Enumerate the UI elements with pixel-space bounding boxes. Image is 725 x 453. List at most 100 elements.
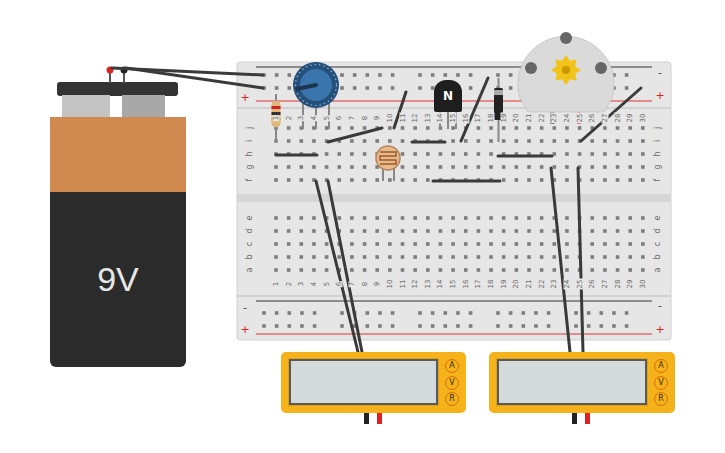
transistor-body: N xyxy=(434,80,462,112)
meter-mode: A xyxy=(445,359,459,373)
breadboard-coordinate: 4 xyxy=(310,115,317,121)
breadboard-coordinate: 18 xyxy=(488,113,495,124)
breadboard-coordinate: 10 xyxy=(386,279,393,290)
breadboard-coordinate: 26 xyxy=(589,113,596,124)
motor-screw xyxy=(560,32,572,44)
breadboard-coordinate: j xyxy=(246,126,254,130)
battery-terminal xyxy=(62,95,110,118)
breadboard-coordinate: 10 xyxy=(386,113,393,124)
meter-mode: R xyxy=(445,392,459,406)
breadboard-coordinate: e xyxy=(654,215,662,222)
motor-gear xyxy=(551,55,581,85)
rail-divider xyxy=(237,295,671,297)
rail-polarity: + xyxy=(239,324,250,335)
rail-polarity: - xyxy=(242,302,248,313)
motor-screw xyxy=(595,62,607,74)
diode-band xyxy=(494,90,503,95)
breadboard-coordinate: 2 xyxy=(285,281,292,287)
breadboard-coordinate: 3 xyxy=(298,281,305,287)
rail-polarity: - xyxy=(657,300,663,311)
breadboard-coordinate: 6 xyxy=(336,115,343,121)
breadboard-coordinate: f xyxy=(246,178,254,183)
breadboard-coordinate: 23 xyxy=(551,279,558,290)
multimeter-display xyxy=(289,359,438,405)
breadboard-coordinate: 13 xyxy=(424,113,431,124)
breadboard-coordinate: 17 xyxy=(475,279,482,290)
breadboard-coordinate: 19 xyxy=(500,113,507,124)
breadboard-coordinate: 5 xyxy=(323,115,330,121)
breadboard-coordinate: 8 xyxy=(361,281,368,287)
breadboard-coordinate: 29 xyxy=(627,279,634,290)
breadboard-coordinate: 4 xyxy=(310,281,317,287)
breadboard-coordinate: g xyxy=(654,163,662,170)
battery-label-band xyxy=(50,117,186,193)
breadboard-coordinate: 22 xyxy=(538,113,545,124)
breadboard-coordinate: c xyxy=(654,241,662,247)
breadboard-coordinate: 25 xyxy=(576,279,583,290)
multimeter: AVR xyxy=(489,352,675,413)
breadboard-coordinate: 7 xyxy=(348,281,355,287)
breadboard-coordinate: 26 xyxy=(589,279,596,290)
rail-polarity: + xyxy=(654,90,665,101)
battery-terminal xyxy=(122,95,165,118)
breadboard-coordinate: b xyxy=(246,253,254,260)
breadboard-coordinate: i xyxy=(246,139,254,143)
breadboard-coordinate: a xyxy=(654,267,662,274)
breadboard-channel xyxy=(237,194,671,202)
breadboard-coordinate: 12 xyxy=(412,279,419,290)
rail-polarity: + xyxy=(239,92,250,103)
breadboard-coordinate: 14 xyxy=(437,279,444,290)
meter-mode: V xyxy=(445,376,459,390)
motor-shaft xyxy=(562,66,570,74)
breadboard-coordinate: 24 xyxy=(563,279,570,290)
breadboard-coordinate: 5 xyxy=(323,281,330,287)
breadboard-coordinate: c xyxy=(246,241,254,247)
battery-cap xyxy=(57,82,178,96)
photoresistor-symbol xyxy=(376,146,400,170)
breadboard-coordinate: 22 xyxy=(538,279,545,290)
photoresistor-track xyxy=(380,152,396,164)
resistor-band xyxy=(272,106,281,109)
positive-rail-line xyxy=(256,333,652,334)
breadboard-coordinate: j xyxy=(654,126,662,130)
motor-symbol xyxy=(518,36,614,112)
potentiometer-symbol xyxy=(293,62,339,108)
breadboard-coordinate: 12 xyxy=(412,113,419,124)
negative-rail-line xyxy=(256,300,652,301)
breadboard-coordinate: 6 xyxy=(336,281,343,287)
breadboard-coordinate: 27 xyxy=(601,279,608,290)
breadboard-coordinate: 25 xyxy=(576,113,583,124)
breadboard-coordinate: 29 xyxy=(627,113,634,124)
breadboard-coordinate: a xyxy=(246,267,254,274)
breadboard-coordinate: 28 xyxy=(614,279,621,290)
potentiometer-ticks xyxy=(296,65,337,106)
breadboard-coordinate: h xyxy=(654,150,662,157)
potentiometer-pointer xyxy=(297,85,316,89)
breadboard-coordinate: h xyxy=(246,150,254,157)
meter-mode: R xyxy=(654,392,668,406)
breadboard-coordinate: 28 xyxy=(614,113,621,124)
breadboard-coordinate: 8 xyxy=(361,115,368,121)
breadboard-coordinate: 9 xyxy=(374,281,381,287)
breadboard-coordinate: 20 xyxy=(513,113,520,124)
breadboard-coordinate: 2 xyxy=(285,115,292,121)
breadboard-coordinate: 11 xyxy=(399,279,406,290)
meter-mode: V xyxy=(654,376,668,390)
breadboard-coordinate: g xyxy=(246,163,254,170)
battery-voltage: 9V xyxy=(97,260,139,299)
breadboard-coordinate: 24 xyxy=(563,113,570,124)
breadboard-coordinate: 30 xyxy=(639,113,646,124)
probe-plug xyxy=(364,412,369,424)
breadboard-coordinate: 21 xyxy=(526,279,533,290)
breadboard-coordinate: 18 xyxy=(488,279,495,290)
multimeter-display xyxy=(497,359,647,405)
breadboard-coordinate: 1 xyxy=(273,115,280,121)
transistor-type: N xyxy=(443,89,453,103)
battery-lead xyxy=(109,72,111,83)
breadboard-coordinate: b xyxy=(654,253,662,260)
breadboard-coordinate: 16 xyxy=(462,279,469,290)
battery-lead xyxy=(123,72,125,83)
breadboard-coordinate: 17 xyxy=(475,113,482,124)
breadboard-coordinate: 3 xyxy=(298,115,305,121)
